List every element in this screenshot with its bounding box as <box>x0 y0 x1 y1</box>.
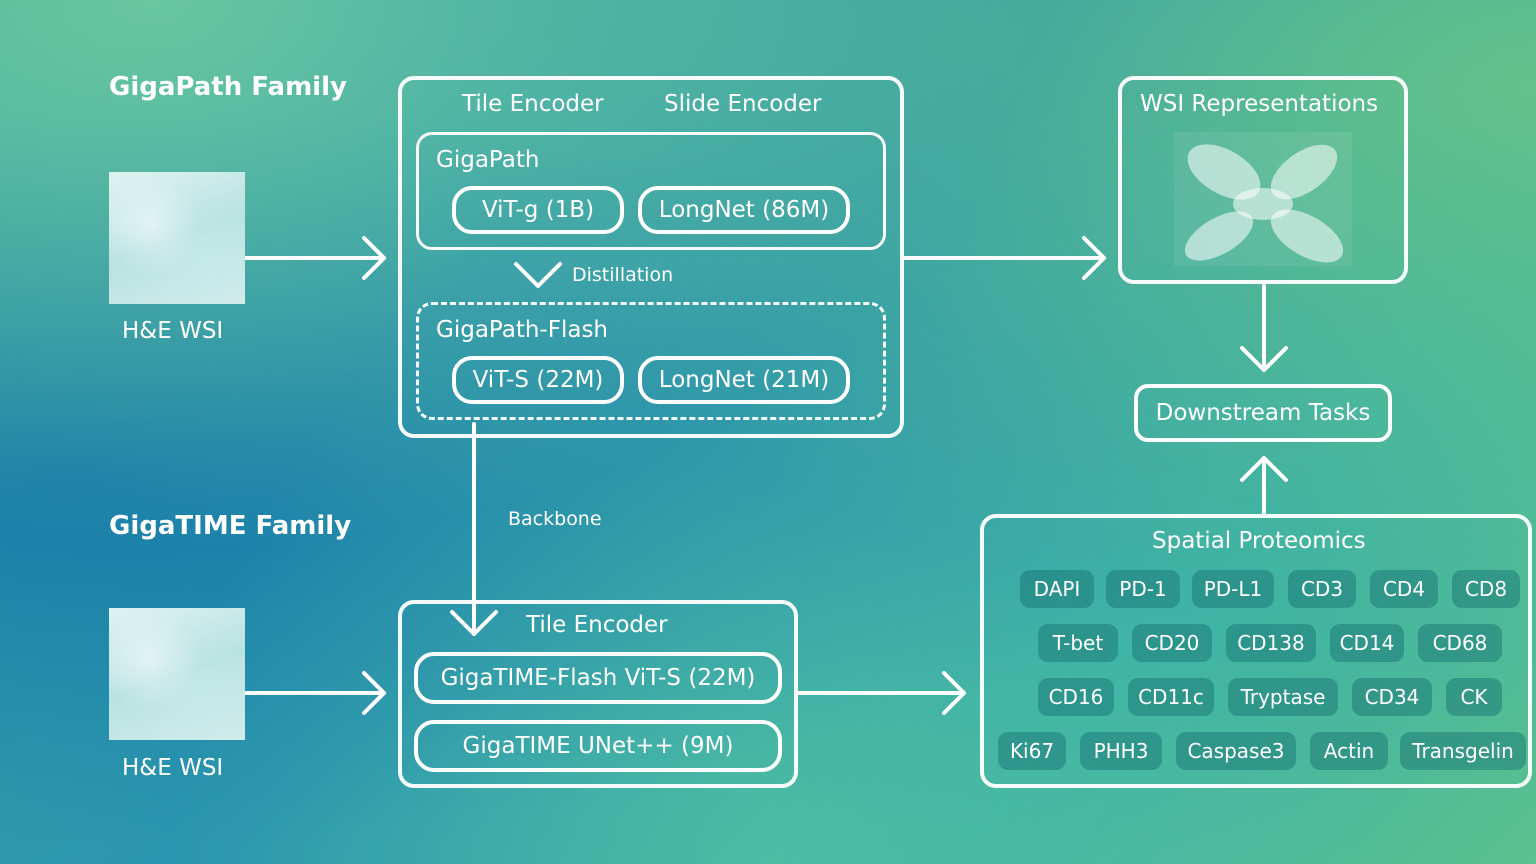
embedding-scatter-plot <box>1174 132 1352 266</box>
distillation-label: Distillation <box>572 264 674 286</box>
gigatime-encoder-box <box>398 600 798 788</box>
marker-tag: CD11c <box>1128 678 1214 716</box>
gigatime-flash-pill: GigaTIME-Flash ViT-S (22M) <box>414 652 782 704</box>
marker-tag: Caspase3 <box>1176 732 1296 770</box>
backbone-label: Backbone <box>508 508 602 530</box>
marker-tag: Transgelin <box>1400 732 1526 770</box>
longnet-86m-pill: LongNet (86M) <box>638 186 850 234</box>
downstream-tasks-box: Downstream Tasks <box>1134 384 1392 442</box>
wsi-representations-box <box>1118 76 1408 284</box>
gigapath-model-title: GigaPath <box>436 147 540 173</box>
marker-tag: CD68 <box>1418 624 1502 662</box>
he-wsi-thumbnail <box>109 172 245 304</box>
marker-tag: Tryptase <box>1228 678 1338 716</box>
marker-tag: CK <box>1446 678 1502 716</box>
marker-tag: DAPI <box>1020 570 1094 608</box>
vit-g-pill: ViT-g (1B) <box>452 186 624 234</box>
marker-tag: CD4 <box>1370 570 1438 608</box>
slide-encoder-heading: Slide Encoder <box>664 91 822 117</box>
marker-tag: CD16 <box>1038 678 1114 716</box>
marker-tag: PHH3 <box>1080 732 1162 770</box>
marker-tag: CD20 <box>1132 624 1212 662</box>
marker-tag: PD-1 <box>1106 570 1180 608</box>
marker-tag: T-bet <box>1038 624 1118 662</box>
marker-tag: PD-L1 <box>1192 570 1274 608</box>
gigapath-flash-title: GigaPath-Flash <box>436 317 609 343</box>
gigapath-model-box <box>416 132 886 250</box>
marker-tag: CD138 <box>1226 624 1316 662</box>
marker-tag: CD3 <box>1288 570 1356 608</box>
tile-encoder-heading: Tile Encoder <box>462 91 604 117</box>
he-wsi-label-2: H&E WSI <box>122 755 224 781</box>
longnet-21m-pill: LongNet (21M) <box>638 356 850 404</box>
vit-s-pill: ViT-S (22M) <box>452 356 624 404</box>
spatial-proteomics-box <box>980 514 1532 788</box>
gigatime-family-title: GigaTIME Family <box>109 511 352 541</box>
gigatime-tile-encoder-heading: Tile Encoder <box>526 612 668 638</box>
he-wsi-thumbnail-2 <box>109 608 245 740</box>
gigatime-unet-pill: GigaTIME UNet++ (9M) <box>414 720 782 772</box>
marker-tag: CD8 <box>1452 570 1520 608</box>
wsi-representations-title: WSI Representations <box>1140 91 1379 117</box>
gigapath-family-title: GigaPath Family <box>109 72 347 102</box>
marker-tag: Ki67 <box>998 732 1066 770</box>
marker-tag: Actin <box>1310 732 1388 770</box>
he-wsi-label: H&E WSI <box>122 318 224 344</box>
spatial-proteomics-title: Spatial Proteomics <box>1152 528 1366 554</box>
marker-tag: CD34 <box>1352 678 1432 716</box>
gigapath-encoder-box <box>398 76 904 438</box>
marker-tag: CD14 <box>1330 624 1404 662</box>
gigapath-flash-box <box>416 302 886 420</box>
